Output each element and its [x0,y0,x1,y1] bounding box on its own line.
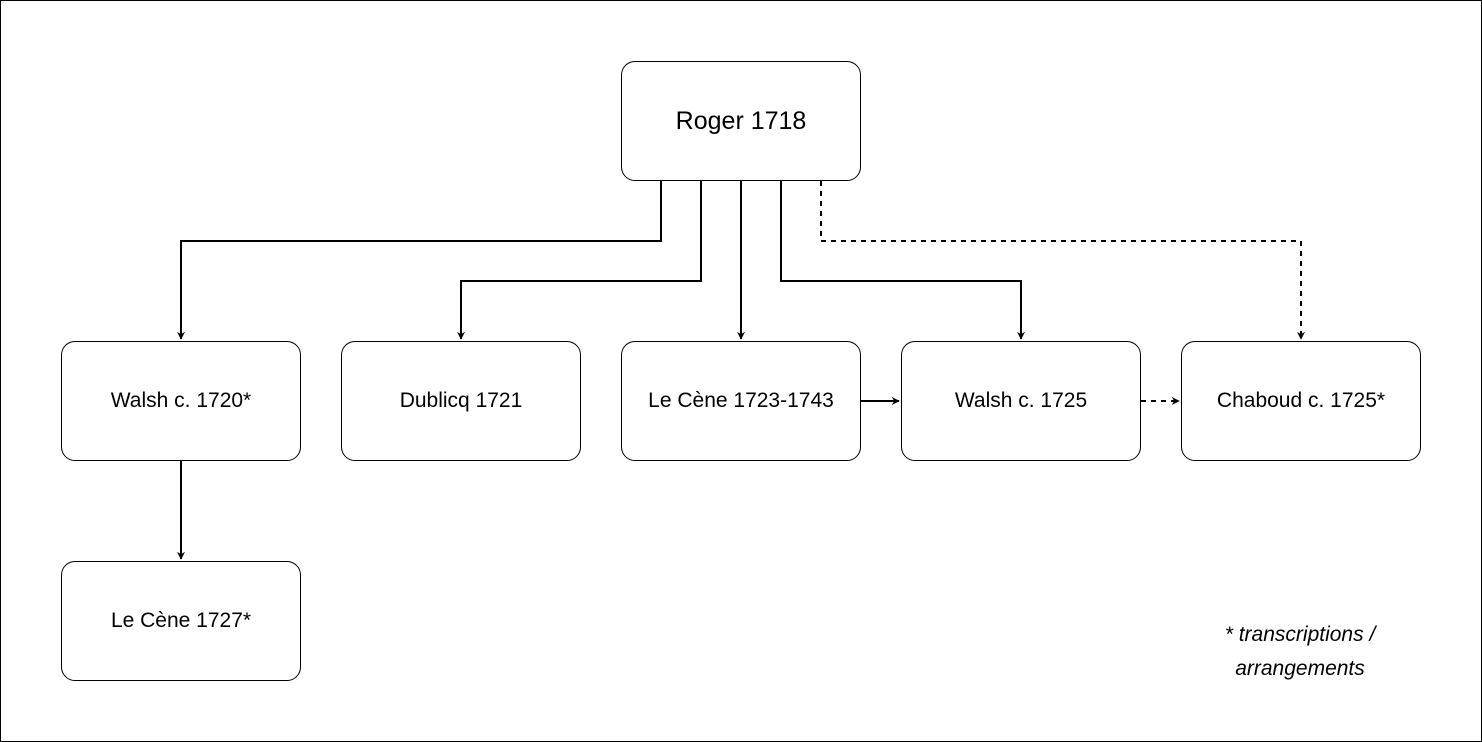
node-lecene-1723: Le Cène 1723-1743 [621,341,861,461]
node-lecene-1727: Le Cène 1727* [61,561,301,681]
node-dublicq-1721: Dublicq 1721 [341,341,581,461]
edge-roger-to-chaboud-1725 [820,181,1305,340]
node-chaboud-1725: Chaboud c. 1725* [1181,341,1421,461]
edge-roger-to-dublicq-1721 [457,181,702,340]
node-roger-1718: Roger 1718 [621,61,861,181]
edge-roger-to-walsh-1720 [177,181,662,340]
edge-roger-to-walsh-1725 [780,181,1025,340]
footnote: * transcriptions / arrangements [1224,623,1376,680]
node-walsh-1720: Walsh c. 1720* [61,341,301,461]
node-walsh-1725: Walsh c. 1725 [901,341,1141,461]
